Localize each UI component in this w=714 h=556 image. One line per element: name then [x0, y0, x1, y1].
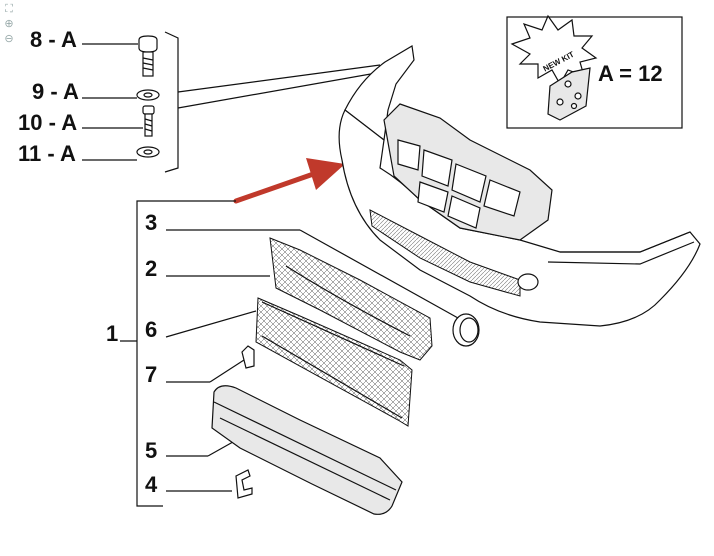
- label-part-7[interactable]: 7: [145, 362, 157, 387]
- fastener-group: 8 - A 9 - A 10 - A 11 - A: [18, 27, 383, 173]
- zoom-out-icon[interactable]: ⊖: [4, 33, 14, 45]
- kit-starburst: [510, 14, 598, 86]
- label-part-4[interactable]: 4: [145, 472, 158, 497]
- kit-quantity-note: A = 12: [598, 61, 663, 86]
- u-clip-part-4[interactable]: [235, 469, 253, 499]
- label-part-6[interactable]: 6: [145, 317, 157, 342]
- bolt-part-8[interactable]: [138, 35, 158, 77]
- new-kit-box: NEW KIT A = 12: [506, 14, 683, 129]
- washer-part-11[interactable]: [136, 146, 160, 158]
- label-part-1[interactable]: 1: [106, 321, 118, 346]
- label-part-5[interactable]: 5: [145, 438, 157, 463]
- indicator-arrow: [233, 158, 345, 204]
- mesh-panel-part-6[interactable]: [255, 297, 413, 427]
- label-part-8[interactable]: 8 - A: [30, 27, 77, 52]
- projection-line-top: [177, 64, 381, 93]
- label-part-11[interactable]: 11 - A: [18, 141, 76, 166]
- fastener-bracket: [164, 31, 179, 173]
- screw-part-10[interactable]: [142, 105, 155, 137]
- trim-strip-part-5[interactable]: [211, 385, 403, 515]
- fit-icon[interactable]: ⛶: [5, 3, 13, 15]
- grille-mesh-part-2[interactable]: [269, 237, 433, 361]
- leader-part-6: [165, 310, 257, 338]
- projection-line-bottom: [177, 71, 383, 109]
- leader-part-3b: [299, 229, 459, 319]
- washer-part-9[interactable]: [136, 89, 160, 101]
- zoom-in-icon[interactable]: ⊕: [4, 18, 14, 30]
- label-part-10[interactable]: 10 - A: [18, 110, 77, 135]
- bumper-assembly[interactable]: [338, 45, 701, 327]
- label-part-2[interactable]: 2: [145, 256, 157, 281]
- viewer-toolbar: ⛶ ⊕ ⊖: [3, 3, 17, 48]
- clip-part-7[interactable]: [241, 345, 255, 369]
- cap-part-3[interactable]: [452, 313, 480, 347]
- kit-bracket-icon: [547, 67, 591, 121]
- leader-part-7b: [209, 359, 245, 383]
- main-bracket: 1: [106, 200, 236, 507]
- kit-frame: [506, 16, 683, 129]
- label-part-9[interactable]: 9 - A: [32, 79, 79, 104]
- label-part-3[interactable]: 3: [145, 210, 157, 235]
- bracket-part-1: [136, 200, 236, 507]
